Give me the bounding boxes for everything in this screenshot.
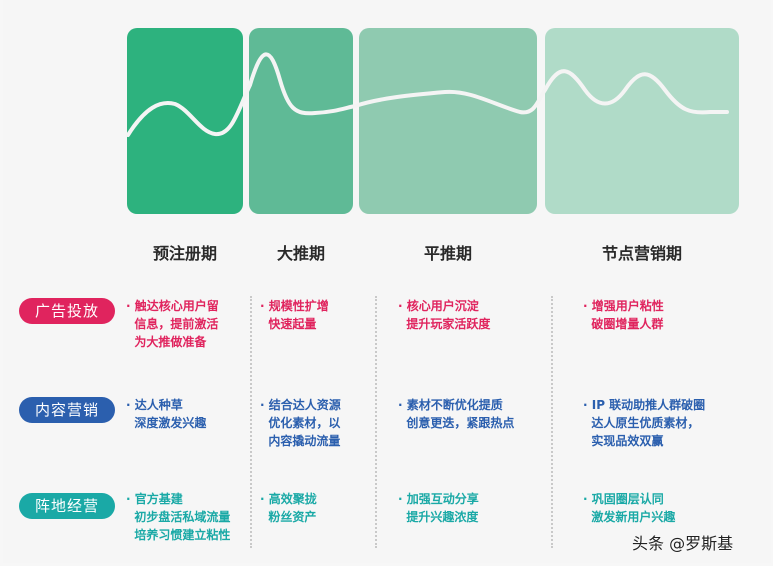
row-label-content-marketing: 内容营销 [19,397,115,423]
ad-cell-preregistration: · 触达核心用户留 信息，提前激活 为大推做准备 [126,299,219,349]
position-cell-big-push: · 高效聚拢 粉丝资产 [260,492,317,524]
position-cell-preregistration: · 官方基建 初步盘活私域流量 培养习惯建立粘性 [126,492,231,542]
phase-panel-big-push [249,28,353,214]
content-cell-preregistration: · 达人种草 深度激发兴趣 [126,398,207,430]
content-cell-big-push: · 结合达人资源 优化素材，以 内容撬动流量 [260,398,341,448]
column-divider [375,296,377,548]
position-cell-flat-push: · 加强互动分享 提升兴趣浓度 [398,492,479,524]
phase-title-preregistration: 预注册期 [152,244,217,263]
row-label-position-operation: 阵地经营 [19,493,115,519]
phase-title-flat-push: 平推期 [423,244,472,263]
phase-panel-node-marketing [545,28,739,214]
phase-title-node-marketing: 节点营销期 [601,244,682,263]
phase-panel-preregistration [127,28,243,214]
ad-cell-node-marketing: · 增强用户粘性 破圈增量人群 [583,299,664,331]
position-cell-node-marketing: · 巩固圈层认同 激发新用户兴趣 [583,492,676,524]
ad-cell-big-push: · 规模性扩增 快速起量 [260,299,329,331]
column-divider [551,296,553,548]
content-cell-node-marketing: · IP 联动助推人群破圈 达人原生优质素材， 实现品效双赢 [583,398,706,448]
ad-cell-flat-push: · 核心用户沉淀 提升玩家活跃度 [398,299,491,331]
phase-title-big-push: 大推期 [276,244,325,263]
watermark: 头条 @罗斯基 [632,534,734,553]
column-divider [250,296,252,548]
phase-panel-flat-push [359,28,537,214]
row-label-ad-placement: 广告投放 [19,298,115,324]
content-cell-flat-push: · 素材不断优化提质 创意更迭，紧跟热点 [398,398,515,430]
